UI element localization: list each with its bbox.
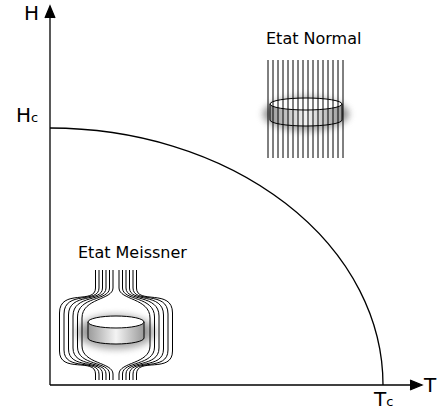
axis-label: H	[24, 2, 39, 24]
critical-field-label: Hc	[16, 104, 38, 126]
state-label: Etat Meissner	[78, 244, 187, 262]
state-label: Etat Normal	[266, 30, 361, 48]
critical-field-curve	[50, 128, 383, 385]
meissner-state-figure	[60, 270, 173, 380]
axis-label: T	[424, 374, 436, 396]
normal-state-figure	[262, 60, 350, 158]
critical-temperature-label: Tc	[374, 388, 393, 410]
axes	[45, 6, 422, 390]
